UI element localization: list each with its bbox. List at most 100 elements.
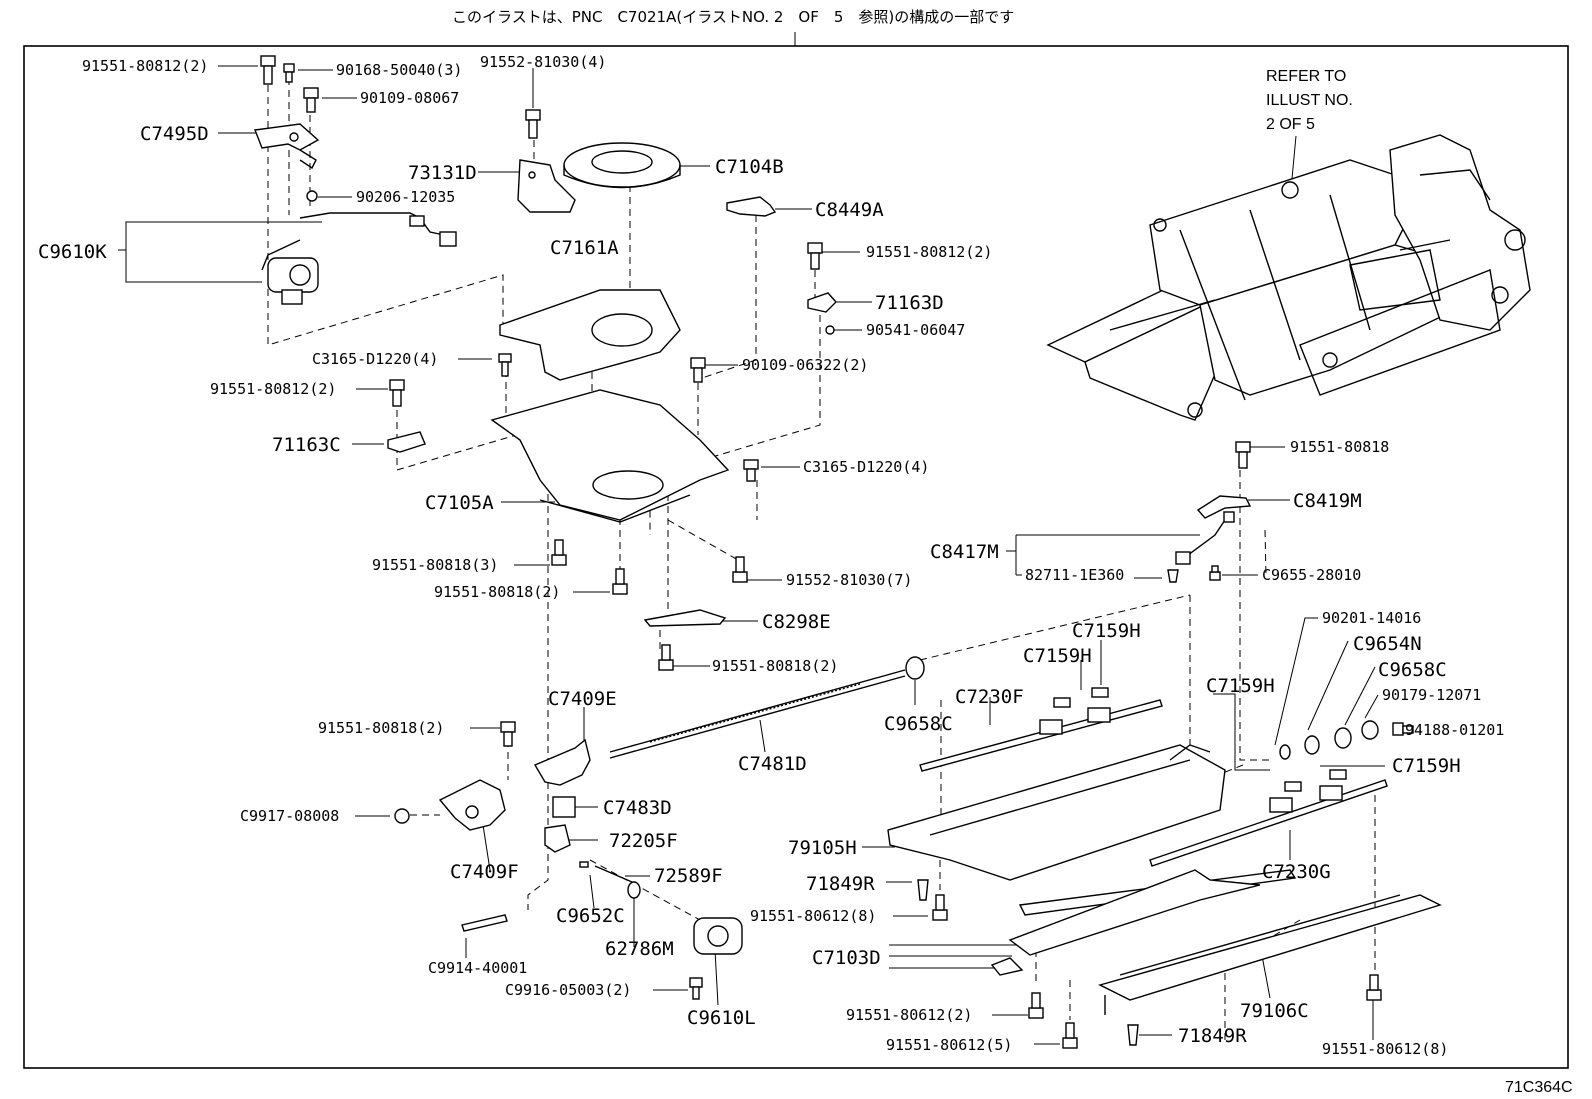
- bracket-icon: [1196, 495, 1252, 519]
- part-labels: 91551-80812(2) 90168-50040(3) 91552-8103…: [38, 53, 1504, 1058]
- washer-icon: [306, 190, 318, 202]
- bracket-icon: [254, 123, 320, 151]
- bolt-icon: [500, 721, 516, 747]
- bolt-icon: [525, 109, 541, 139]
- part-label: 90206-12035: [356, 188, 455, 206]
- bolt-icon: [498, 353, 512, 377]
- part-label: C3165-D1220(4): [312, 350, 438, 368]
- part-label: C9916-05003(2): [505, 981, 631, 999]
- bracket-icon: [533, 738, 591, 786]
- bolt-icon: [1392, 722, 1414, 736]
- bolt-icon: [932, 894, 948, 921]
- rail-icon: [1098, 894, 1442, 1001]
- seat-frame-assembly-illustration: [1046, 134, 1531, 421]
- part-label: 91551-80818(2): [712, 657, 838, 675]
- part-label: C7159H: [1072, 620, 1141, 642]
- part-label: C3165-D1220(4): [803, 458, 929, 476]
- plate-icon: [1008, 869, 1261, 956]
- nut-icon: [394, 808, 410, 824]
- part-label: 91551-80818(2): [318, 719, 444, 737]
- gear-icon: [544, 824, 571, 853]
- diagram-frame: [23, 45, 1569, 1069]
- part-label: C8298E: [762, 611, 831, 633]
- shaft-icon: [461, 914, 508, 932]
- part-label: C7481D: [738, 753, 807, 775]
- part-label: 91552-81030(7): [786, 571, 912, 589]
- refer-note-line-1: REFER TO: [1266, 68, 1346, 85]
- wire-harness-icon: [299, 212, 457, 241]
- part-label: C7409F: [450, 861, 519, 883]
- gear-housing-icon: [438, 779, 506, 831]
- part-label: 73131D: [408, 162, 477, 184]
- part-label: 90168-50040(3): [336, 61, 462, 79]
- bracket-icon: [517, 159, 576, 213]
- bolt-icon: [1062, 1022, 1078, 1049]
- refer-note-line-2: ILLUST NO.: [1266, 92, 1353, 109]
- tray-icon: [887, 744, 1226, 881]
- clip-icon: [1167, 569, 1179, 583]
- rail-icon: [1149, 779, 1388, 867]
- part-label: 91551-80612(8): [1322, 1040, 1448, 1058]
- bolt-icon: [689, 977, 703, 1000]
- bushing-icon: [627, 881, 641, 899]
- bolt-icon: [1366, 974, 1382, 1001]
- bushing-icon: [905, 656, 925, 680]
- part-label: 91551-80612(2): [846, 1006, 972, 1024]
- part-label: C9658C: [1378, 659, 1447, 681]
- part-label: 90179-12071: [1382, 686, 1481, 704]
- washer-icon: [1279, 744, 1291, 760]
- part-label: 71163D: [875, 292, 944, 314]
- part-label: 91552-81030(4): [480, 53, 606, 71]
- part-label: 62786M: [605, 938, 674, 960]
- bracket-icon: [726, 196, 777, 217]
- part-label: C9914-40001: [428, 959, 527, 977]
- part-label: 91551-80818(3): [372, 556, 498, 574]
- part-label: C9655-28010: [1262, 566, 1361, 584]
- part-label: 91551-80818(2): [434, 583, 560, 601]
- part-label: 90201-14016: [1322, 609, 1421, 627]
- header-note: このイラストは、PNC C7021A(イラストNO. 2 OF 5 参照)の構成…: [452, 8, 1014, 26]
- part-label: C9652C: [556, 905, 625, 927]
- part-label: 90541-06047: [866, 321, 965, 339]
- part-label: C7230G: [1262, 861, 1331, 883]
- part-label: C7104B: [715, 156, 784, 178]
- part-label: C7230F: [955, 686, 1024, 708]
- bushing-icon: [1334, 727, 1352, 749]
- part-label: 71849R: [806, 873, 875, 895]
- motor-icon: [693, 917, 743, 955]
- part-label: C7159H: [1392, 755, 1461, 777]
- bushing-icon: [1304, 735, 1320, 755]
- part-label: C9658C: [884, 713, 953, 735]
- part-label: C7159H: [1023, 645, 1092, 667]
- part-label: 91551-80612(8): [750, 907, 876, 925]
- part-label: C9610K: [38, 241, 107, 263]
- part-label: C7495D: [140, 123, 209, 145]
- part-label: C9917-08008: [240, 807, 339, 825]
- screw-icon: [917, 879, 929, 901]
- part-label: C8419M: [1293, 490, 1362, 512]
- bracket-icon: [807, 292, 837, 313]
- part-label: 79106C: [1240, 1000, 1309, 1022]
- part-label: C8449A: [815, 199, 884, 221]
- part-label: 72589F: [654, 865, 723, 887]
- part-label: C7161A: [550, 237, 619, 259]
- screw-shaft-icon: [609, 669, 906, 753]
- refer-note-line-3: 2 OF 5: [1266, 116, 1315, 133]
- block-icon: [552, 796, 576, 818]
- screw-icon: [1127, 1024, 1139, 1046]
- part-label: 94188-01201: [1405, 721, 1504, 739]
- bolt-icon: [732, 556, 748, 583]
- bolt-icon: [283, 63, 295, 83]
- bolt-icon: [303, 87, 319, 113]
- part-label: 71849R: [1178, 1025, 1247, 1047]
- part-label: 91551-80812(2): [82, 57, 208, 75]
- bolt-icon: [743, 459, 759, 482]
- bolt-icon: [1028, 992, 1044, 1019]
- wire-harness-icon: [1187, 519, 1226, 556]
- bracket-icon: [643, 609, 727, 627]
- part-label: C7103D: [812, 947, 881, 969]
- nut-icon: [1361, 720, 1379, 740]
- bolt-icon: [612, 568, 628, 595]
- part-label: C9610L: [687, 1007, 756, 1029]
